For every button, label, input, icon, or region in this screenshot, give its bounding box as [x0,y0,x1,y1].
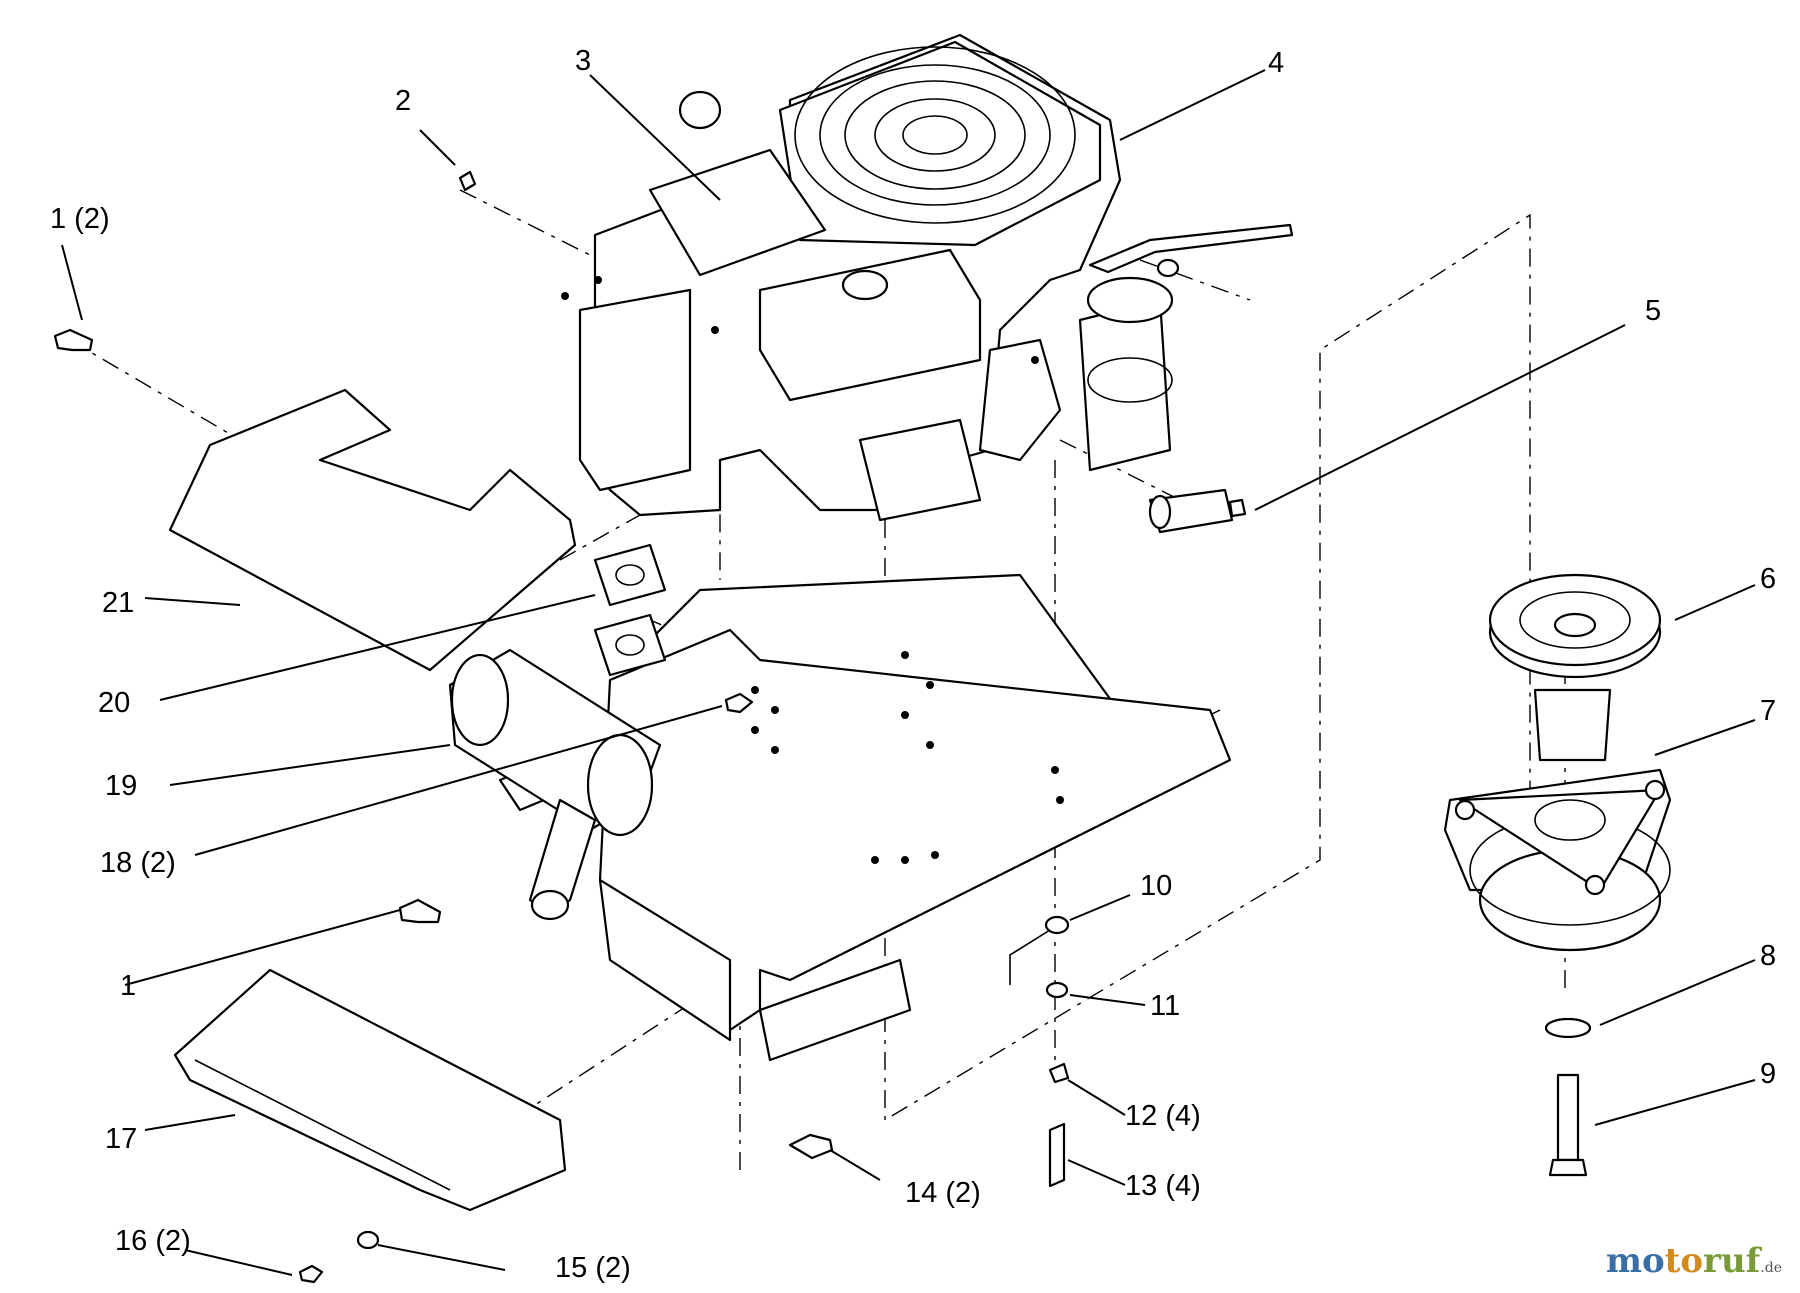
callout-3: 3 [575,45,591,77]
part-18-nut [724,692,754,714]
callout-12-4: 12 (4) [1125,1100,1201,1132]
callout-14-2: 14 (2) [905,1177,981,1209]
logo-part-1: mo [1605,1241,1665,1281]
callout-6: 6 [1760,563,1776,595]
part-2-key [458,170,477,192]
chassis-frame [498,573,1232,1062]
part-8-washer [1544,1017,1592,1039]
callout-8: 8 [1760,940,1776,972]
callout-9: 9 [1760,1058,1776,1090]
callout-10: 10 [1140,870,1172,902]
leader-lines [61,69,1756,1276]
callout-2: 2 [395,85,411,117]
callout-18-2: 18 (2) [100,847,176,879]
callout-16-2: 16 (2) [115,1225,191,1257]
part-14-bolt [788,1133,834,1160]
part-9-bolt [1548,1073,1588,1177]
callout-1-2-upper: 1 (2) [50,203,110,235]
callout-15-2: 15 (2) [555,1252,631,1284]
callout-11: 11 [1150,990,1180,1022]
part-1-bolt-upper [53,328,94,352]
logo-part-3: ruf [1703,1241,1761,1281]
callout-21: 21 [102,587,134,619]
part-21-heat-shield [168,388,577,672]
bracket-stack [1009,915,1070,1188]
callout-7: 7 [1760,695,1776,727]
part-7-clutch [1443,768,1672,952]
part-5-sensor [1148,488,1247,534]
callout-1-lower: 1 [120,970,136,1002]
part-6-pulley [1488,573,1662,762]
callout-20: 20 [98,687,130,719]
part-1-bolt-lower [398,898,442,924]
callout-4: 4 [1268,47,1284,79]
callout-5: 5 [1645,295,1661,327]
watermark-logo: motoruf.de [1606,1241,1782,1281]
callout-19: 19 [105,770,137,802]
logo-part-2: to [1664,1241,1704,1281]
part-19-muffler [448,648,662,921]
part-17-bumper [173,968,567,1212]
callout-13-4: 13 (4) [1125,1170,1201,1202]
callout-17: 17 [105,1123,137,1155]
part-16-nut [298,1264,324,1284]
callout-labels: 1 (2) 2 3 4 5 6 7 8 9 10 11 12 (4) 13 (4… [50,45,1776,1284]
engine [561,33,1294,522]
part-15-washer [356,1230,380,1250]
logo-tld: .de [1760,1260,1782,1276]
part-20-gasket [593,543,667,677]
part-17-bumper-edge [194,1059,451,1191]
